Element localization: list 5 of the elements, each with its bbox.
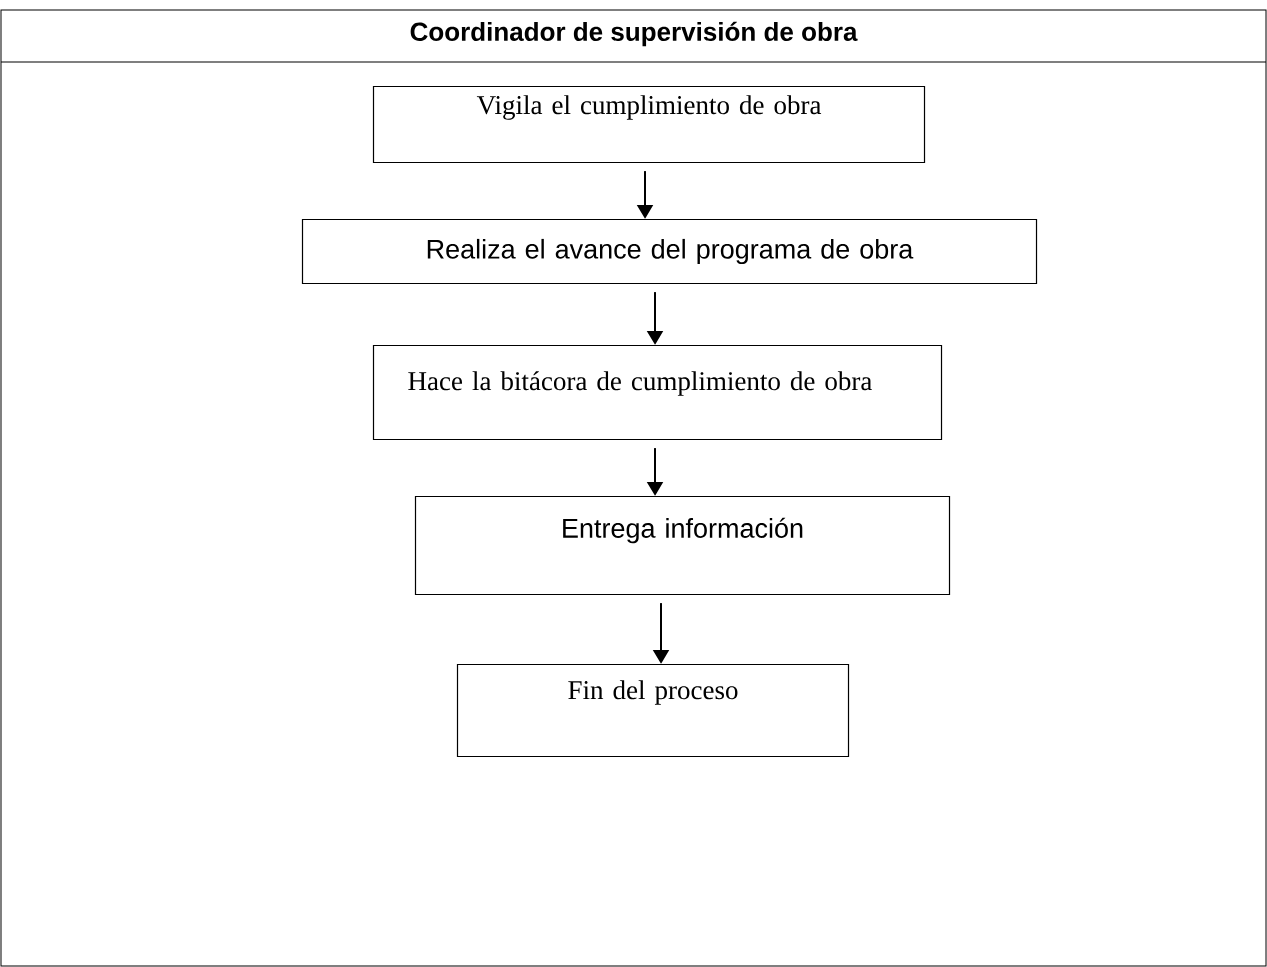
- process-box: Vigila el cumplimiento de obra: [372, 85, 926, 164]
- process-box: Fin del proceso: [456, 663, 850, 758]
- process-box: Realiza el avance del programa de obra: [301, 218, 1038, 285]
- process-box: Entrega información: [414, 495, 951, 596]
- process-box: Hace la bitácora de cumplimiento de obra: [372, 344, 943, 441]
